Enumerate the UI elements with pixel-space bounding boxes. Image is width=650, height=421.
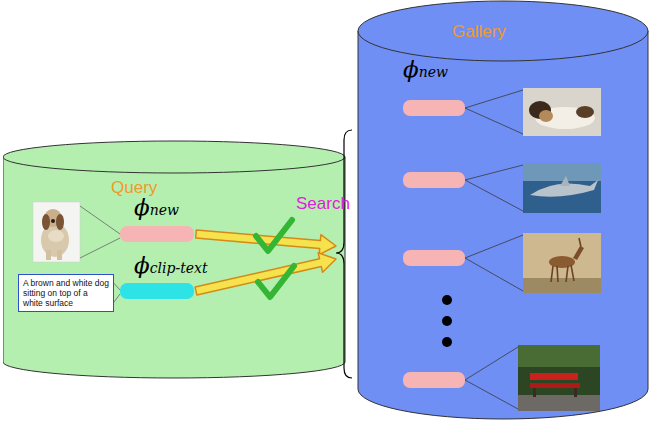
ellipsis-dot [442, 295, 452, 305]
query-photo [33, 202, 80, 262]
caption-text: A brown and white dog sitting on top of … [23, 278, 109, 308]
action-label: Search [296, 194, 350, 214]
gallery-photo [523, 88, 601, 136]
caption-box: A brown and white dog sitting on top of … [18, 274, 114, 312]
gallery-photo [523, 233, 601, 293]
cylinder-outline [336, 0, 650, 421]
feature-embedding: ϕnew [120, 196, 194, 242]
store-title: Gallery [452, 22, 506, 42]
feature-bar [403, 172, 465, 188]
embedding-label: ϕclip-text [134, 252, 208, 281]
label-holder: Search [296, 194, 350, 214]
query-store: QueryϕnewA brown and white dog sitting o… [3, 140, 346, 380]
feature-bar [120, 283, 194, 299]
gallery-store: Galleryϕnew [336, 0, 650, 421]
feature-bar [403, 372, 465, 388]
ellipsis-dot [442, 337, 452, 347]
feature-bar [403, 250, 465, 266]
gallery-photo [518, 345, 600, 411]
embedding-label: ϕnew [403, 56, 448, 85]
ellipsis-dot [442, 316, 452, 326]
gallery-photo [523, 163, 601, 213]
feature-bar [403, 100, 465, 116]
embedding-label: ϕnew [134, 194, 179, 223]
feature-embedding: ϕclip-text [120, 254, 212, 300]
feature-bar [120, 226, 194, 242]
feature-embedding: ϕnew [403, 56, 465, 116]
